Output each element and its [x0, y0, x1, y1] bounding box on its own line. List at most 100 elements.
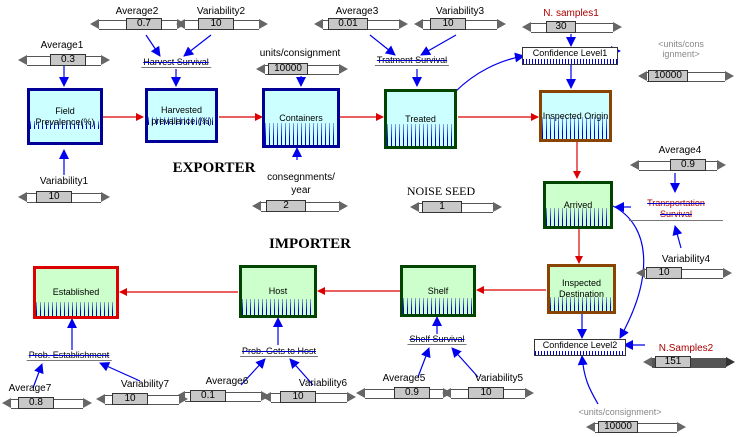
slider-average5[interactable]: 0.9	[356, 386, 452, 400]
stock-treated[interactable]: Treated	[384, 89, 457, 149]
slider-units-cons-gray[interactable]: 10000	[638, 69, 734, 83]
slider-average4[interactable]: 0.9	[630, 158, 726, 172]
converter-shelf-survival[interactable]: Shelf Survival	[407, 334, 467, 345]
arrow-left-icon[interactable]	[636, 268, 645, 278]
stock-arrived[interactable]: Arrived	[543, 181, 613, 229]
arrow-left-icon[interactable]	[643, 357, 652, 367]
arrow-right-icon[interactable]	[525, 388, 534, 398]
arrow-left-icon[interactable]	[2, 398, 11, 408]
arrow-left-icon[interactable]	[256, 64, 265, 74]
arrow-right-icon[interactable]	[717, 160, 726, 170]
arrow-right-icon[interactable]	[399, 19, 408, 29]
arrow-left-icon[interactable]	[18, 55, 27, 65]
slider-value: 0.3	[50, 54, 86, 66]
link-treated-to-confidence1	[454, 52, 525, 93]
stock-host[interactable]: Host	[239, 265, 317, 318]
arrow-right-icon[interactable]	[613, 22, 622, 32]
converter-prob-gets-to-host[interactable]: Prob. Gets to Host	[239, 346, 319, 357]
stock-harvested-prevalence[interactable]: Harvested prevalence (%)	[145, 88, 218, 143]
slider-units-consignment[interactable]: 10000	[256, 62, 348, 76]
arrow-left-icon[interactable]	[262, 392, 271, 402]
slider-variability4[interactable]: 10	[636, 266, 732, 280]
slider-noise-seed[interactable]: 1	[410, 200, 502, 214]
arrow-left-icon[interactable]	[414, 19, 423, 29]
stock-field-prevalence[interactable]: Field Prevalence(%)	[27, 88, 103, 145]
slider-value: 10	[646, 267, 682, 279]
noise-pattern	[30, 121, 100, 129]
arrow-left-icon[interactable]	[356, 388, 365, 398]
slider-variability7[interactable]: 10	[96, 392, 188, 406]
slider-variability6[interactable]: 10	[262, 390, 356, 404]
arrow-left-icon[interactable]	[176, 19, 185, 29]
arrow-left-icon[interactable]	[252, 201, 261, 211]
arrow-right-icon[interactable]	[725, 71, 734, 81]
arrow-right-icon[interactable]	[179, 394, 188, 404]
link-average2	[145, 34, 161, 57]
slider-variability3[interactable]: 10	[414, 17, 506, 31]
arrow-right-icon[interactable]	[101, 192, 110, 202]
label-units-consignment: units/consignment	[259, 48, 341, 59]
arrow-right-icon[interactable]	[723, 268, 732, 278]
label-average4: Average4	[658, 145, 702, 156]
arrow-right-icon[interactable]	[83, 398, 92, 408]
stock-label: Treated	[405, 113, 436, 124]
converter-tratment-survival[interactable]: Tratment Survival	[374, 55, 450, 66]
slider-consignments-year[interactable]: 2	[252, 199, 348, 213]
slider-value: 0.9	[394, 387, 430, 399]
stock-containers[interactable]: Containers	[262, 88, 340, 148]
confidence-level2-label: Confidence Level2	[541, 340, 619, 350]
arrow-right-icon[interactable]	[347, 392, 356, 402]
label-variability7: Variability7	[120, 379, 170, 390]
slider-n-samples2[interactable]: 151	[643, 355, 735, 369]
stock-label: Harvested prevalence (%)	[151, 104, 212, 126]
slider-variability5[interactable]: 10	[442, 386, 534, 400]
arrow-left-icon[interactable]	[96, 394, 105, 404]
stock-inspected-origin[interactable]: Inspected Origin	[539, 90, 612, 142]
arrow-right-icon[interactable]	[497, 19, 506, 29]
slider-average7[interactable]: 0.8	[2, 396, 92, 410]
arrow-left-icon[interactable]	[18, 192, 27, 202]
label-variability3: Variability3	[435, 6, 485, 17]
arrow-right-icon[interactable]	[101, 55, 110, 65]
arrow-right-icon[interactable]	[259, 19, 268, 29]
slider-value: 2	[266, 200, 306, 212]
label-consignments-year: consegnments/ year	[267, 172, 335, 196]
section-exporter-title: EXPORTER	[172, 160, 256, 176]
noise-pattern	[387, 124, 454, 146]
slider-average6[interactable]: 0.1	[176, 389, 270, 403]
arrow-right-icon[interactable]	[339, 201, 348, 211]
converter-prob-establishment[interactable]: Prob. Establishment	[26, 350, 112, 361]
arrow-left-icon[interactable]	[90, 19, 99, 29]
link-variability5	[451, 347, 479, 378]
arrow-right-icon[interactable]	[726, 357, 735, 367]
arrow-left-icon[interactable]	[638, 71, 647, 81]
arrow-left-icon[interactable]	[522, 22, 531, 32]
stock-label: Inspected Destination	[558, 278, 605, 299]
arrow-left-icon[interactable]	[586, 422, 595, 432]
arrow-left-icon[interactable]	[630, 160, 639, 170]
slider-value: 10	[36, 191, 72, 203]
slider-value: 10	[198, 18, 234, 30]
link-variability4	[672, 225, 683, 249]
slider-value: 0.7	[126, 18, 162, 30]
slider-variability1[interactable]: 10	[18, 190, 110, 204]
stock-established[interactable]: Established	[33, 266, 119, 319]
arrow-left-icon[interactable]	[442, 388, 451, 398]
stock-shelf[interactable]: Shelf	[400, 265, 476, 317]
arrow-left-icon[interactable]	[410, 202, 419, 212]
converter-transportation-survival[interactable]: Transportation Survival	[629, 198, 723, 221]
converter-harvest-survival[interactable]: Harvest Survival	[141, 57, 211, 68]
slider-n-samples1[interactable]: 30	[522, 20, 622, 34]
slider-variability2[interactable]: 10	[176, 17, 268, 31]
arrow-right-icon[interactable]	[493, 202, 502, 212]
stock-inspected-destination[interactable]: Inspected Destination	[547, 264, 616, 314]
noise-pattern	[542, 117, 609, 139]
arrow-right-icon[interactable]	[677, 422, 686, 432]
slider-units-consignment-gray[interactable]: 10000	[586, 420, 686, 434]
arrow-left-icon[interactable]	[314, 19, 323, 29]
slider-average3[interactable]: 0.01	[314, 17, 408, 31]
slider-average1[interactable]: 0.3	[18, 53, 110, 67]
noise-pattern	[242, 299, 314, 315]
arrow-right-icon[interactable]	[339, 64, 348, 74]
slider-average2[interactable]: 0.7	[90, 17, 186, 31]
